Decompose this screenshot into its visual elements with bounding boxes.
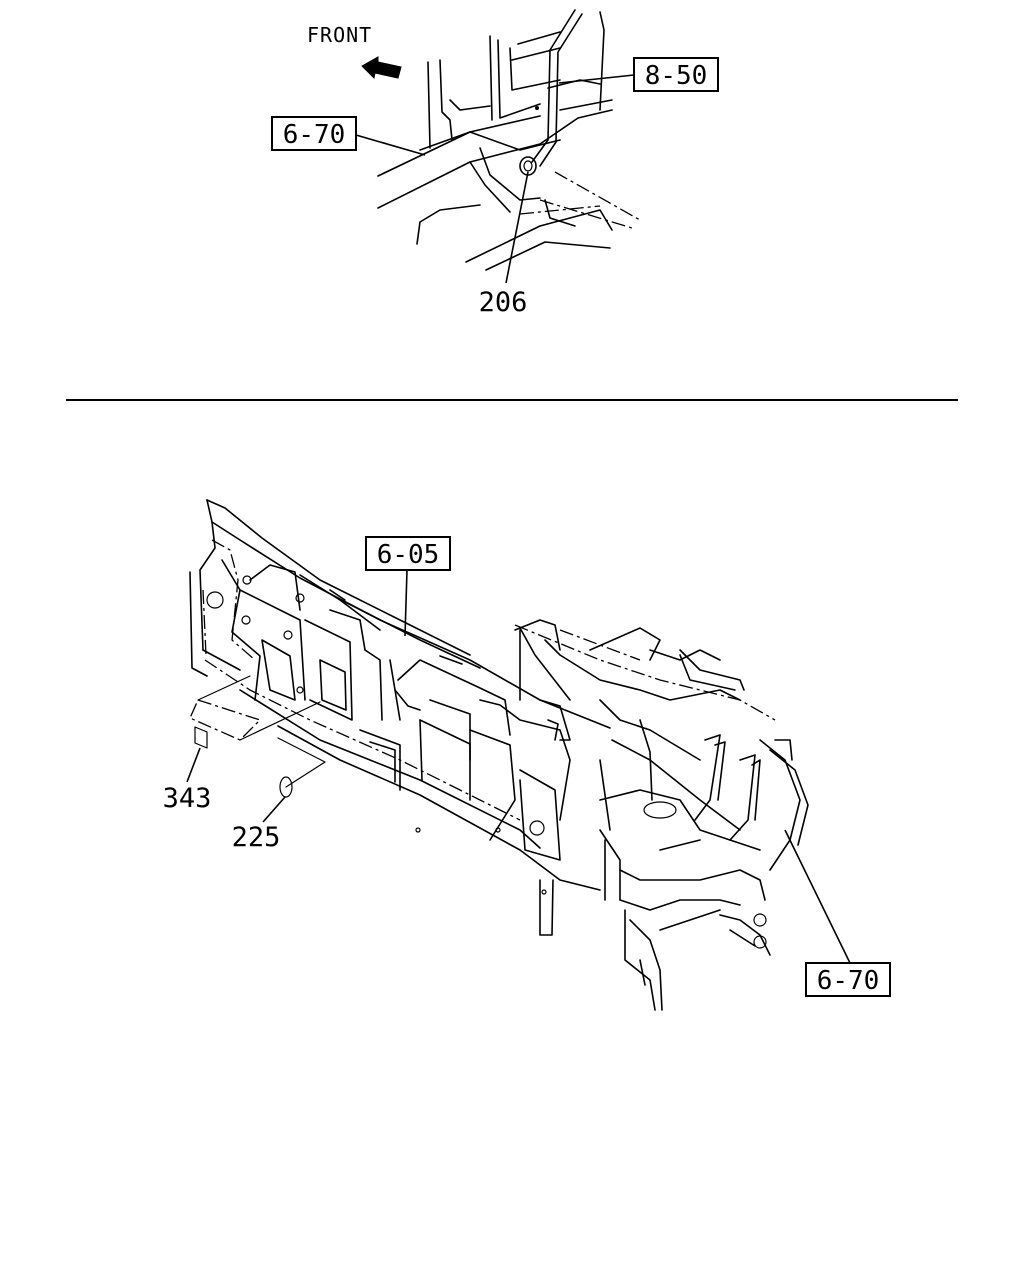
front-arrow-icon	[361, 56, 402, 80]
callout-ref-8-50-label: 8-50	[645, 61, 708, 91]
callout-ref-6-05-label: 6-05	[377, 540, 440, 570]
leader-6-70-top	[355, 134, 426, 156]
leader-206	[505, 171, 529, 284]
top-diagram: FRONT	[271, 9, 719, 318]
part-number-206[interactable]: 206	[479, 287, 528, 318]
part-225-grommet	[277, 737, 326, 798]
leader-6-05	[404, 569, 408, 637]
leader-343	[186, 747, 201, 783]
leader-8-50	[558, 74, 635, 84]
callout-ref-6-70-top[interactable]: 6-70	[271, 116, 357, 151]
callout-ref-6-70-top-label: 6-70	[283, 120, 346, 150]
callout-ref-6-70-bottom[interactable]: 6-70	[805, 962, 891, 997]
front-direction-label: FRONT	[307, 23, 372, 47]
leader-6-70-bottom	[784, 829, 851, 964]
part-343-seal-plate	[189, 675, 321, 749]
callout-ref-8-50[interactable]: 8-50	[633, 57, 719, 92]
dash-panel-drawing	[189, 499, 809, 1011]
bottom-diagram: 6-05 6-70 343 225	[163, 499, 891, 1011]
part-number-343[interactable]: 343	[163, 783, 212, 814]
pipe-area-drawing	[377, 9, 641, 271]
part-number-225[interactable]: 225	[232, 822, 281, 853]
leader-225	[262, 796, 286, 823]
callout-ref-6-70-bottom-label: 6-70	[817, 966, 880, 996]
callout-ref-6-05[interactable]: 6-05	[365, 536, 451, 571]
